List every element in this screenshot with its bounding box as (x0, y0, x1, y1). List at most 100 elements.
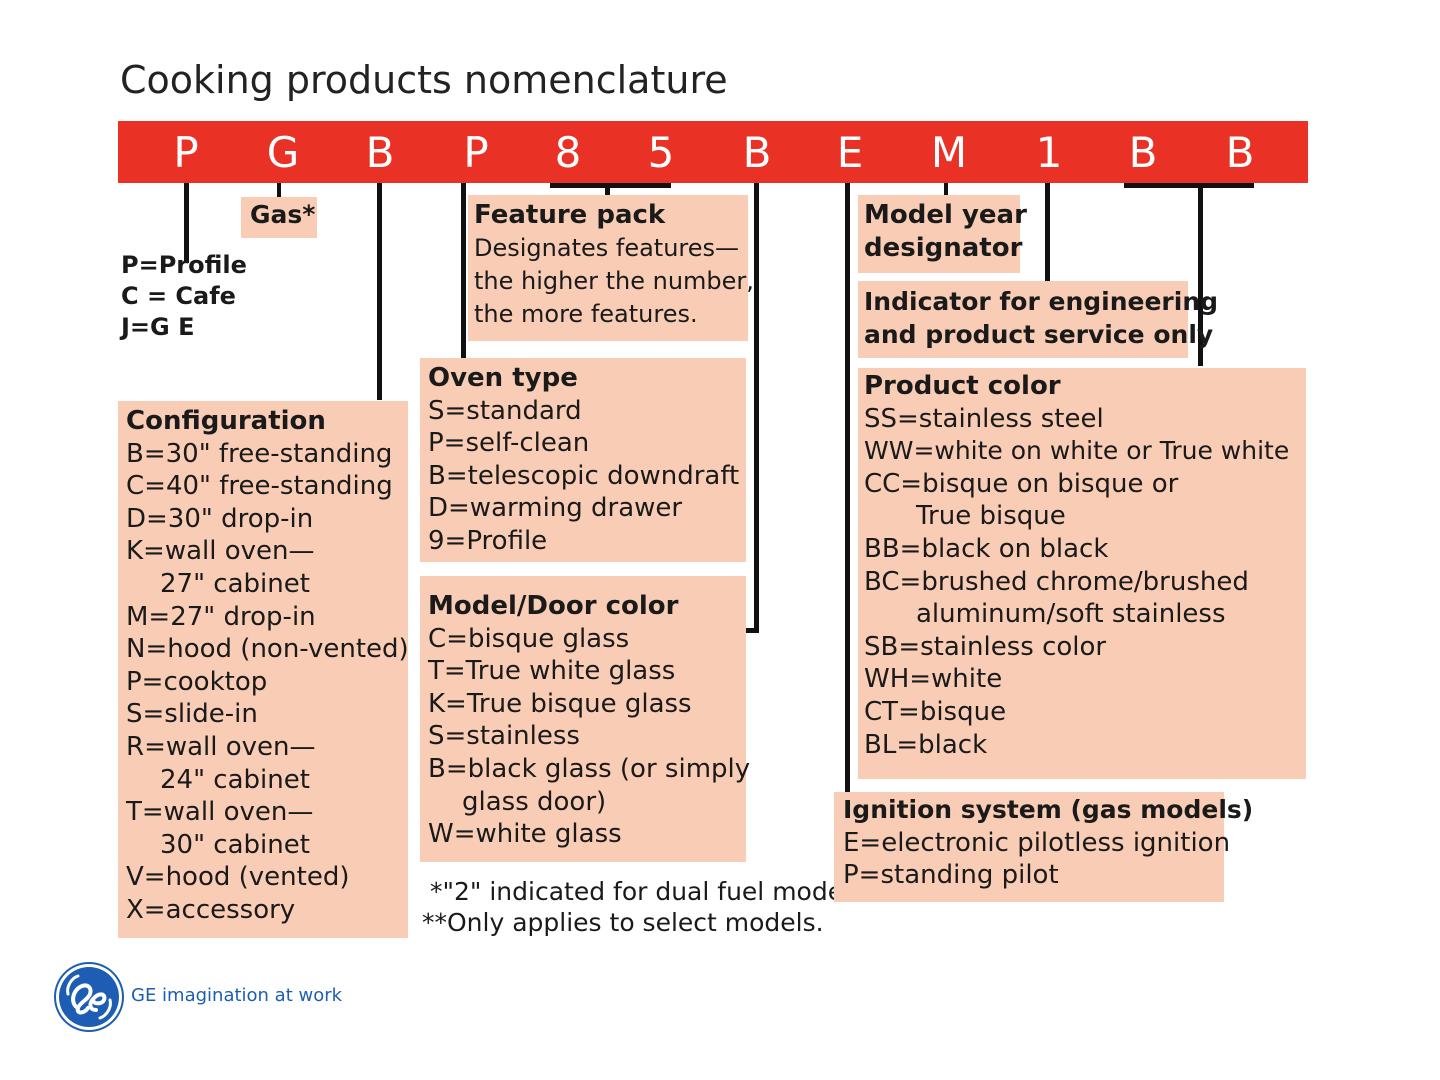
code-letter-feature-pack-1: 8 (554, 128, 582, 177)
oven-type-line: S=standard (428, 395, 582, 426)
code-letter-engineering: 1 (1035, 128, 1063, 177)
model-door-color-line: K=True bisque glass (428, 688, 692, 719)
engineering-indicator-label: Indicator for engineering (864, 287, 1219, 316)
connector-engineering (1045, 183, 1050, 281)
connector-ignition (845, 183, 850, 793)
ignition-system-box: Ignition system (gas models) E=electroni… (834, 792, 1254, 902)
gas-label: Gas* (250, 200, 316, 229)
model-year-box: Model year designator (858, 195, 1027, 273)
oven-type-line: 9=Profile (428, 525, 548, 556)
oven-type-heading: Oven type (428, 363, 578, 393)
configuration-line: 30" cabinet (160, 829, 310, 860)
configuration-heading: Configuration (126, 406, 326, 436)
code-letter-color-2: B (1225, 128, 1255, 177)
product-color-line: WW=white on white or True white (864, 436, 1290, 466)
footnote-dual-fuel: *"2" indicated for dual fuel models. (430, 877, 872, 906)
bracket-product-color (1124, 183, 1254, 188)
code-letter-configuration: B (365, 128, 395, 177)
feature-pack-heading: Feature pack (474, 200, 666, 230)
feature-pack-line: the more features. (474, 300, 698, 328)
brand-prefix-legend: P=Profile C = Cafe J=G E (121, 250, 247, 343)
oven-type-box: Oven type S=standard P=self-clean B=tele… (420, 358, 746, 562)
feature-pack-line: the higher the number, (474, 267, 754, 295)
connector-model-year (944, 183, 948, 195)
product-color-line: BB=black on black (864, 533, 1109, 564)
configuration-line: N=hood (non-vented) (126, 634, 409, 665)
connector-configuration (377, 183, 382, 400)
code-letter-brand: P (173, 128, 199, 177)
code-letter-color-1: B (1128, 128, 1158, 177)
product-color-line: CC=bisque on bisque or (864, 468, 1179, 499)
brand-prefix-line: C = Cafe (121, 282, 236, 310)
model-door-color-line: W=white glass (428, 819, 622, 850)
connector-oven-type (461, 183, 466, 358)
configuration-line: R=wall oven— (126, 731, 316, 762)
engineering-indicator-box: Indicator for engineering and product se… (858, 281, 1219, 358)
configuration-line: P=cooktop (126, 666, 268, 697)
connector-product-color (1198, 183, 1203, 366)
code-letter-ignition: E (836, 128, 864, 177)
oven-type-line: P=self-clean (428, 428, 590, 459)
ignition-system-line: P=standing pilot (843, 860, 1059, 891)
product-color-line: SS=stainless steel (864, 403, 1104, 434)
configuration-line: S=slide-in (126, 699, 258, 730)
product-color-line: aluminum/soft stainless (916, 599, 1226, 630)
configuration-line: T=wall oven— (126, 797, 314, 828)
configuration-line: K=wall oven— (126, 536, 315, 567)
configuration-line: 27" cabinet (160, 568, 310, 599)
connector-door-color (754, 183, 759, 633)
code-letter-feature-pack-2: 5 (647, 128, 675, 177)
product-color-line: CT=bisque (864, 696, 1007, 727)
engineering-indicator-label: and product service only (864, 320, 1214, 349)
model-door-color-line: glass door) (462, 786, 607, 817)
brand-prefix-line: J=G E (121, 313, 195, 341)
oven-type-line: B=telescopic downdraft (428, 460, 740, 491)
connector-feature-pack (605, 183, 610, 195)
product-color-box: Product color SS=stainless steel WW=whit… (858, 368, 1306, 779)
footnotes: *"2" indicated for dual fuel models. **O… (422, 876, 871, 938)
code-letter-model-year: M (930, 128, 968, 177)
ge-monogram-glyph (66, 974, 112, 1020)
feature-pack-box: Feature pack Designates features— the hi… (468, 195, 754, 341)
product-color-line: SB=stainless color (864, 631, 1107, 662)
configuration-line: M=27" drop-in (126, 601, 316, 632)
ignition-system-heading: Ignition system (gas models) (843, 795, 1254, 824)
feature-pack-line: Designates features— (474, 234, 740, 262)
brand-prefix-line: P=Profile (121, 251, 247, 279)
ge-monogram-icon (56, 964, 122, 1030)
connector-brand (184, 183, 189, 263)
page-title: Cooking products nomenclature (120, 58, 728, 102)
product-color-line: BC=brushed chrome/brushed (864, 566, 1249, 597)
product-color-line: WH=white (864, 664, 1003, 695)
code-letter-door-color: B (742, 128, 772, 177)
configuration-line: 24" cabinet (160, 764, 310, 795)
configuration-line: B=30" free-standing (126, 438, 393, 469)
configuration-line: D=30" drop-in (126, 503, 314, 534)
model-door-color-line: S=stainless (428, 721, 580, 752)
connector-door-color-elbow (745, 628, 759, 633)
configuration-box: Configuration B=30" free-standing C=40" … (118, 401, 409, 938)
model-door-color-line: C=bisque glass (428, 623, 630, 654)
ignition-system-line: E=electronic pilotless ignition (843, 827, 1231, 858)
configuration-line: V=hood (vented) (126, 862, 350, 893)
model-year-label: Model year (864, 200, 1027, 230)
brand-tagline: GE imagination at work (131, 985, 343, 1006)
bracket-feature-pack (550, 183, 671, 188)
product-color-heading: Product color (864, 371, 1061, 401)
model-code-bar (118, 121, 1308, 183)
product-color-line: BL=black (864, 729, 988, 760)
code-letter-oven-type: P (463, 128, 489, 177)
code-letter-fuel: G (266, 128, 300, 177)
gas-box: Gas* (241, 197, 317, 238)
configuration-line: X=accessory (126, 894, 296, 925)
connector-gas (277, 183, 281, 197)
product-color-line: True bisque (916, 501, 1066, 532)
model-door-color-line: B=black glass (or simply (428, 753, 751, 784)
model-door-color-box: Model/Door color C=bisque glass T=True w… (420, 576, 751, 862)
footnote-select-models: **Only applies to select models. (422, 908, 824, 937)
model-door-color-heading: Model/Door color (428, 591, 679, 621)
model-door-color-line: T=True white glass (428, 656, 676, 687)
oven-type-line: D=warming drawer (428, 493, 683, 524)
model-year-label: designator (864, 232, 1023, 263)
configuration-line: C=40" free-standing (126, 471, 393, 502)
